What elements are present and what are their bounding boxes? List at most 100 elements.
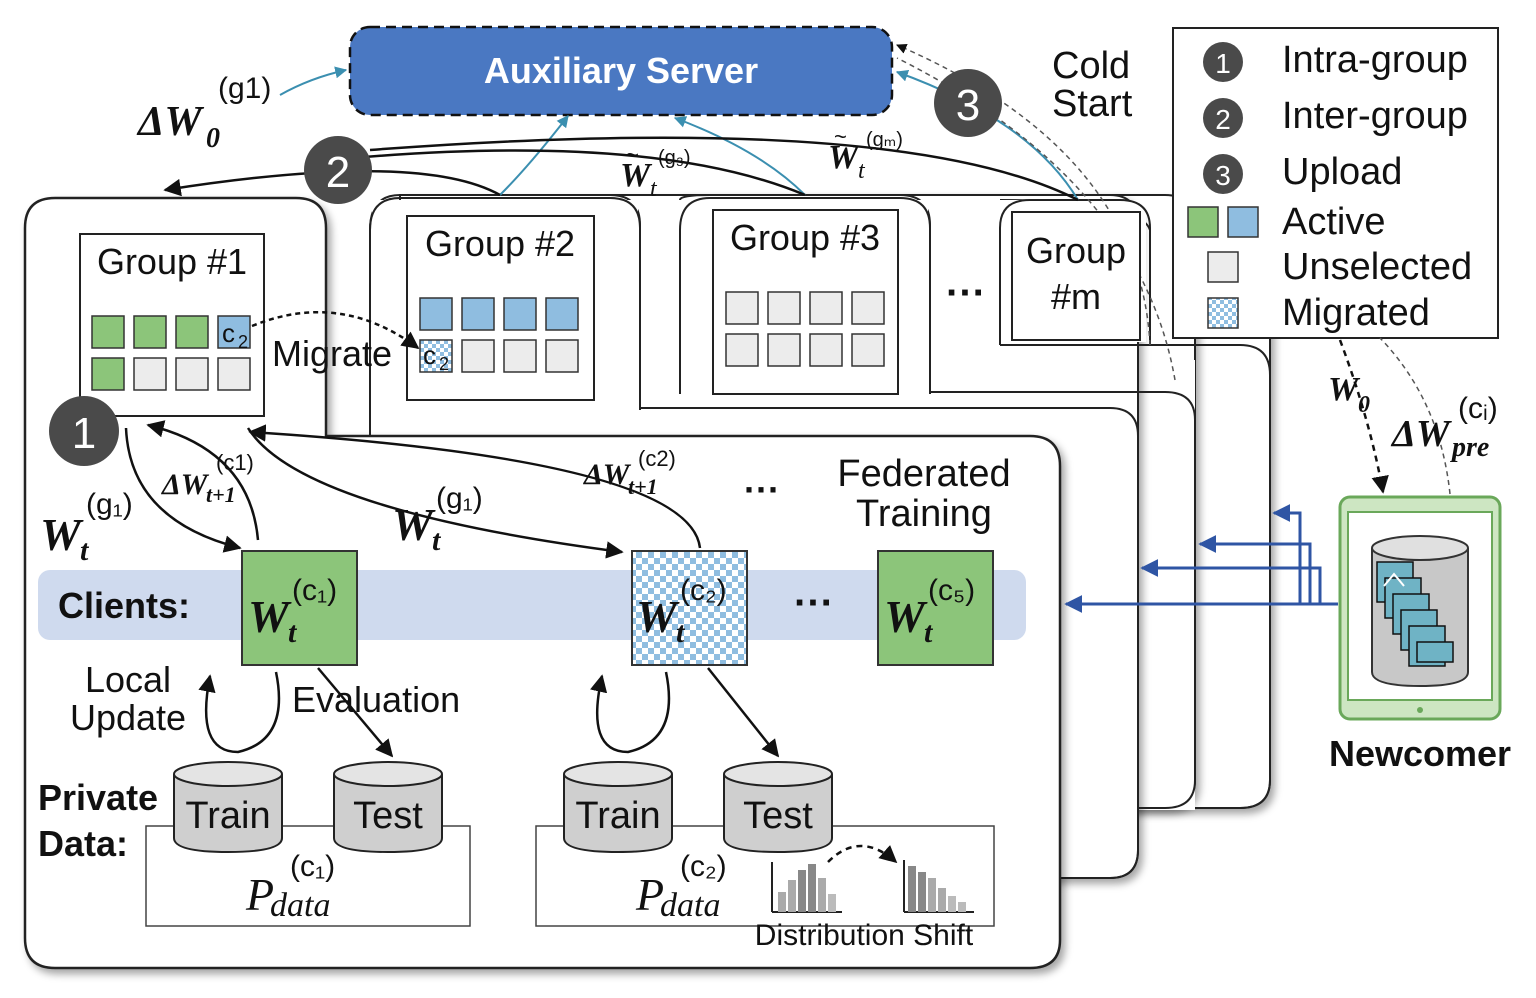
svg-text:t: t (650, 176, 658, 202)
svg-text:(cᵢ): (cᵢ) (1458, 392, 1498, 425)
intra-group-arrows (124, 420, 702, 559)
train-db-c2: Train (563, 761, 673, 854)
svg-text:Test: Test (353, 795, 423, 837)
federated-training-label: Federated Training (837, 453, 1010, 535)
server-delta-label: ΔW 0 (g1) (136, 72, 271, 154)
groups-ellipsis: ··· (946, 271, 986, 315)
group-3-box: Group #3 (712, 209, 899, 395)
test-db-c1: Test (333, 761, 443, 854)
svg-text:(c₁): (c₁) (290, 850, 335, 883)
svg-text:Group #2: Group #2 (425, 223, 575, 264)
svg-text:W: W (248, 591, 292, 642)
flow-wg1-left: W t (g₁) (40, 488, 133, 567)
svg-text:3: 3 (956, 81, 980, 130)
svg-text:0: 0 (206, 123, 220, 154)
svg-text:pre: pre (1450, 432, 1489, 463)
svg-text:t: t (676, 616, 686, 649)
svg-text:data: data (660, 887, 720, 924)
local-update-label: Local Update (70, 659, 186, 738)
svg-text:W: W (828, 139, 861, 176)
svg-text:c: c (222, 318, 235, 348)
aggregate-gm-label: W ~ t (gₘ) (828, 124, 903, 184)
svg-text:t: t (80, 534, 90, 567)
inter-group-arrows (163, 136, 1079, 202)
svg-text:c: c (423, 340, 436, 370)
flow-dw-c1: ΔW t+1 (c1) (161, 450, 254, 507)
upload-arrow-g2 (499, 115, 569, 196)
svg-text:Update: Update (70, 697, 186, 738)
flow-wg1-mid: W t (g₁) (392, 482, 483, 557)
svg-text:2: 2 (439, 354, 449, 374)
legend-item-active: Active (1187, 201, 1385, 243)
server-label: Auxiliary Server (484, 50, 758, 91)
svg-text:W: W (636, 591, 680, 642)
svg-text:3: 3 (1215, 160, 1231, 191)
svg-text:2: 2 (326, 148, 350, 197)
legend-item-upload: 3 Upload (1203, 151, 1402, 194)
svg-text:0: 0 (1358, 392, 1370, 418)
svg-text:ΔW: ΔW (1390, 413, 1453, 455)
newcomer-join-arrows (1064, 504, 1338, 613)
upload-arrow-g3 (673, 116, 806, 196)
svg-text:Migrated: Migrated (1282, 292, 1430, 334)
svg-text:t+1: t+1 (628, 474, 658, 499)
svg-text:W: W (392, 499, 436, 550)
svg-text:Test: Test (743, 795, 813, 837)
auxiliary-server: Auxiliary Server (348, 25, 894, 117)
upload-arrow-gm (895, 70, 1079, 201)
svg-text:1: 1 (72, 409, 96, 458)
svg-text:ΔW: ΔW (136, 99, 204, 145)
clients-label: Clients: (58, 585, 190, 626)
svg-text:Unselected: Unselected (1282, 246, 1472, 288)
svg-text:W: W (1328, 371, 1361, 408)
svg-text:(g1): (g1) (218, 72, 271, 105)
aggregate-g3-label: W ~ t (g₃) (620, 142, 691, 202)
svg-text:Active: Active (1282, 201, 1385, 243)
distribution-shift-label: Distribution Shift (755, 919, 974, 952)
client-c1: W t (c₁) (241, 550, 358, 666)
migrate-label: Migrate (272, 333, 392, 374)
step-2-badge: 2 (304, 136, 372, 204)
svg-text:Train: Train (185, 795, 270, 837)
svg-text:data: data (270, 887, 330, 924)
evaluation-arrow-c2 (707, 667, 780, 758)
svg-text:(c1): (c1) (216, 450, 254, 475)
svg-text:W: W (40, 509, 84, 560)
svg-text:Federated: Federated (837, 453, 1010, 495)
group-m-box: Group #m (1011, 211, 1141, 341)
legend-item-unselected: Unselected (1207, 246, 1472, 288)
svg-text:Training: Training (856, 493, 992, 535)
client-c2: W t (c₂) (631, 550, 748, 666)
svg-text:P: P (245, 869, 274, 920)
legend: 1 Intra-group 2 Inter-group 3 Upload Act… (1172, 27, 1499, 339)
svg-text:(g₃): (g₃) (658, 147, 691, 169)
upload-arrow-g1 (279, 66, 348, 96)
svg-text:Data:: Data: (38, 823, 128, 864)
legend-item-inter: 2 Inter-group (1203, 95, 1468, 138)
svg-text:t: t (858, 158, 866, 184)
cold-start-label: Cold Start (1052, 45, 1133, 125)
newcomer-w0-label: W 0 (1328, 371, 1370, 418)
svg-text:W: W (620, 157, 653, 194)
svg-text:Train: Train (575, 795, 660, 837)
svg-text:~: ~ (834, 124, 847, 149)
svg-text:(c₂): (c₂) (680, 850, 727, 883)
test-db-c2: Test (723, 761, 833, 854)
svg-text:W: W (884, 591, 928, 642)
evaluation-arrow-c1 (317, 667, 394, 758)
newcomer-label: Newcomer (1329, 733, 1511, 774)
private-data-c1: Train Test P data (c₁) (145, 761, 471, 927)
svg-text:t: t (288, 616, 298, 649)
svg-text:2: 2 (1215, 104, 1231, 135)
private-data-label: Private Data: (38, 777, 158, 864)
svg-text:Inter-group: Inter-group (1282, 95, 1468, 137)
newcomer-tablet (1338, 495, 1502, 721)
delta-pre-arrow (1379, 337, 1451, 495)
svg-text:(c2): (c2) (638, 446, 676, 471)
newcomer-delta-label: ΔW pre (cᵢ) (1390, 392, 1498, 463)
svg-text:Cold: Cold (1052, 45, 1130, 87)
svg-text:Group: Group (1026, 230, 1126, 271)
svg-text:Local: Local (85, 659, 171, 700)
w0-arrow (1338, 339, 1389, 494)
svg-text:Group #3: Group #3 (730, 217, 880, 258)
